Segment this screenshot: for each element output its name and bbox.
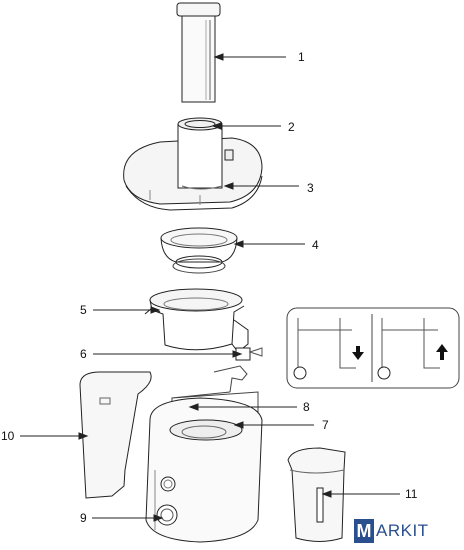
callout-label-10: 10 — [1, 429, 15, 443]
lid-pusher-part — [176, 2, 221, 103]
callout-label-7: 7 — [322, 418, 329, 432]
pulp-container-part — [79, 371, 152, 499]
brand-logo-initial: M — [354, 519, 374, 543]
callout-label-1: 1 — [298, 50, 305, 64]
motor-base-part — [145, 397, 263, 543]
callout-label-3: 3 — [307, 181, 314, 195]
locking-detail-inset — [248, 307, 460, 389]
pulp-bowl-part — [144, 288, 251, 361]
callout-label-9: 9 — [80, 511, 87, 525]
callout-label-11: 11 — [405, 487, 418, 501]
callout-label-5: 5 — [80, 303, 87, 317]
callout-label-4: 4 — [312, 238, 319, 252]
cover-part — [123, 117, 263, 211]
callout-label-8: 8 — [303, 400, 310, 414]
filter-basket-part — [160, 227, 238, 274]
callout-label-2: 2 — [288, 120, 295, 134]
leader-lines — [20, 53, 400, 522]
callout-label-6: 6 — [80, 347, 87, 361]
juice-jug-part — [287, 447, 346, 542]
brand-logo-text: ARKIT — [376, 521, 429, 540]
brand-logo: M ARKIT — [354, 519, 429, 543]
